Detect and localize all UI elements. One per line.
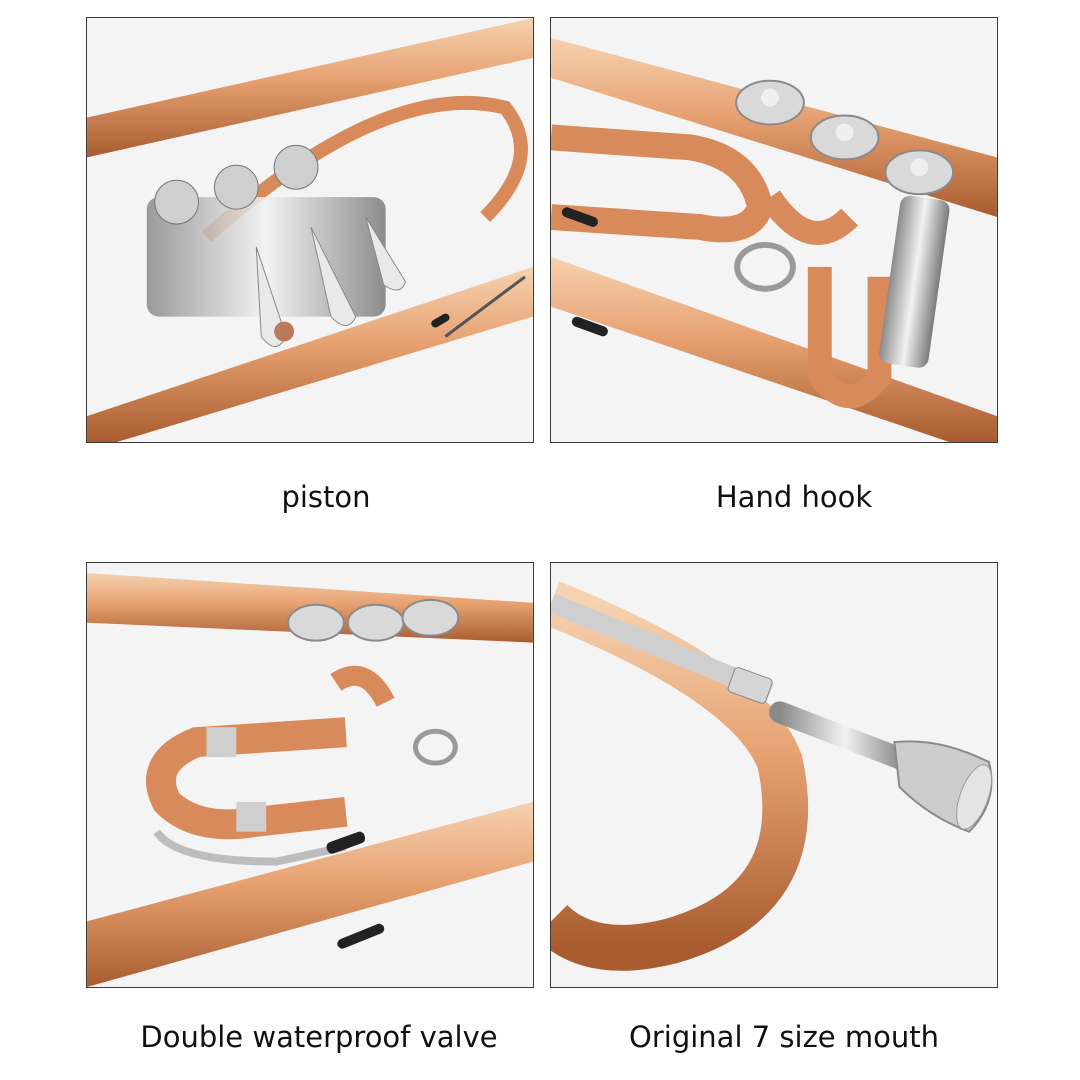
piston-photo <box>87 18 533 442</box>
photo-panel-mouthpiece <box>550 562 998 988</box>
photo-panel-hand-hook <box>550 17 998 443</box>
caption-hand-hook: Hand hook <box>715 480 873 514</box>
hand-hook-photo <box>551 18 997 442</box>
caption-piston: piston <box>281 480 371 514</box>
caption-mouthpiece: Original 7 size mouth <box>629 1020 939 1054</box>
photo-panel-waterproof-valve <box>86 562 534 988</box>
caption-waterproof-valve: Double waterproof valve <box>140 1020 498 1054</box>
waterproof-valve-photo <box>87 563 533 987</box>
photo-panel-piston <box>86 17 534 443</box>
mouthpiece-photo <box>551 563 997 987</box>
